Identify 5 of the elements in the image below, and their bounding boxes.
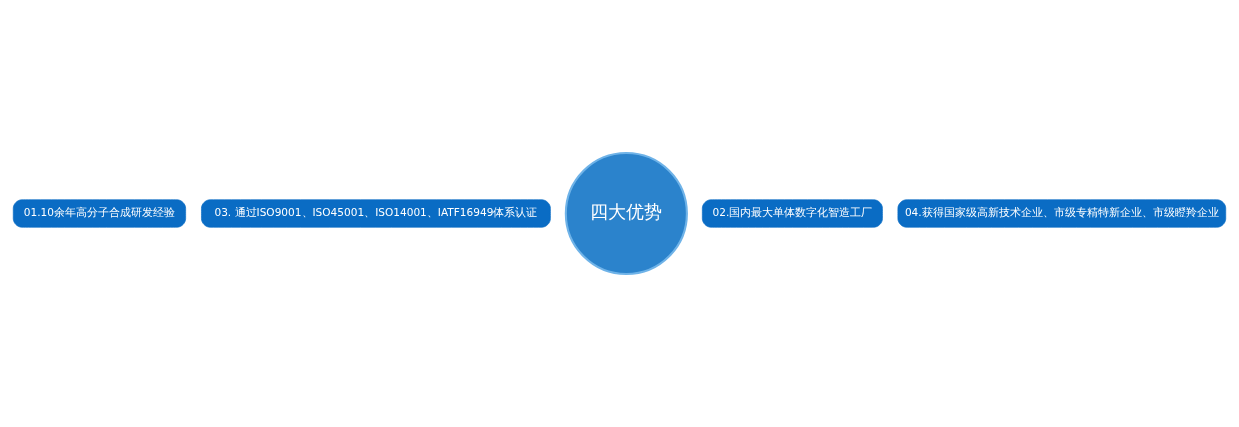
node-circle: 四大优势	[564, 151, 688, 276]
node-box: 03. 通过ISO9001、ISO45001、ISO14001、IATF16949体系认证	[201, 199, 551, 228]
node-box: 01.10余年高分子合成研发经验	[12, 199, 186, 228]
node-box: 04.获得国家级高新技术企业、市级专精特新企业、市级瞪羚企业	[897, 199, 1227, 228]
node-box: 02.国内最大单体数字化智造工厂	[702, 199, 883, 228]
